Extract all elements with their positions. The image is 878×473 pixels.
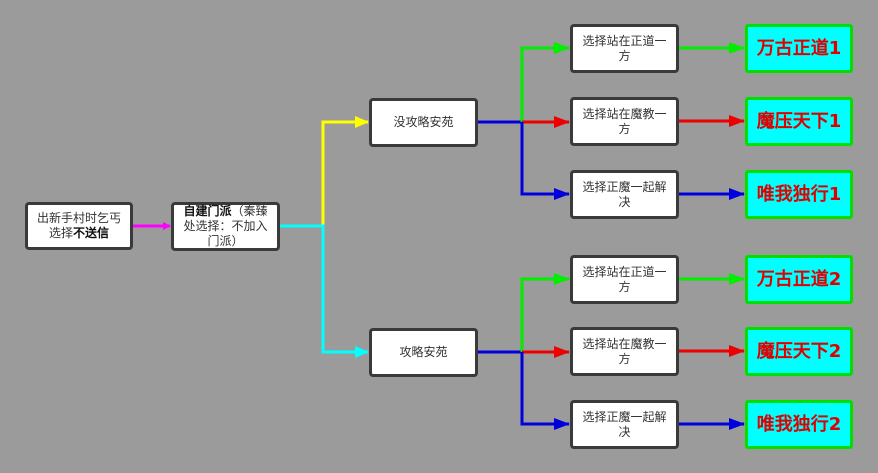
edge-sect-no-strategy (279, 116, 369, 228)
edge-upper-good (520, 42, 570, 122)
node-upper-evil: 选择站在魔教一方 (570, 97, 679, 146)
node-sect: 自建门派（秦臻处选择：不加入门派） (171, 202, 280, 251)
edge-upper-both (520, 122, 570, 200)
start-text: 出新手村时乞丐选择 (36, 211, 121, 240)
node-strategy: 攻略安苑 (369, 328, 478, 377)
node-lower-evil: 选择站在魔教一方 (570, 327, 679, 376)
node-lower-both: 选择正魔一起解决 (570, 400, 679, 449)
edge-lower-both (520, 352, 570, 430)
result-lower-3: 唯我独行2 (745, 400, 853, 449)
node-upper-both: 选择正魔一起解决 (570, 170, 679, 219)
result-upper-1: 万古正道1 (745, 24, 853, 73)
edge-sect-strategy (279, 224, 369, 358)
result-lower-1: 万古正道2 (745, 255, 853, 304)
node-no-strategy: 没攻略安苑 (369, 98, 478, 147)
node-upper-good: 选择站在正道一方 (570, 24, 679, 73)
result-lower-2: 魔压天下2 (745, 327, 853, 376)
edge-lower-good (520, 273, 570, 352)
result-upper-3: 唯我独行1 (745, 170, 853, 219)
sect-text-bold: 自建门派 (183, 204, 232, 218)
start-text-bold: 不送信 (73, 226, 110, 240)
result-upper-2: 魔压天下1 (745, 97, 853, 146)
node-lower-good: 选择站在正道一方 (570, 255, 679, 304)
sect-text: （秦臻处选择：不加入门派） (183, 204, 268, 248)
node-start: 出新手村时乞丐选择不送信 (25, 202, 133, 250)
